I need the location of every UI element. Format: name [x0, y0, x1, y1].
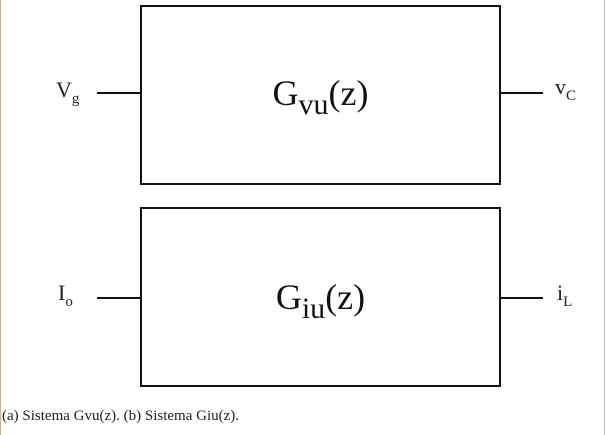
giu-block: Giu(z) — [140, 207, 501, 387]
giu-input-wire — [97, 297, 140, 299]
giu-transfer-function-label: Giu(z) — [275, 277, 366, 325]
giu-input-label: Io — [58, 280, 73, 310]
gvu-input-label: Vg — [56, 77, 80, 107]
gvu-block: Gvu(z) — [140, 5, 501, 185]
gvu-input-wire — [97, 92, 140, 94]
giu-output-wire — [501, 297, 543, 299]
giu-output-label: iL — [557, 280, 573, 310]
figure-caption: (a) Sistema Gvu(z). (b) Sistema Giu(z). — [2, 408, 240, 424]
gvu-output-label: vC — [555, 74, 577, 104]
gvu-transfer-function-label: Gvu(z) — [272, 73, 369, 121]
gvu-output-wire — [501, 92, 543, 94]
figure-left-border — [0, 0, 1, 435]
